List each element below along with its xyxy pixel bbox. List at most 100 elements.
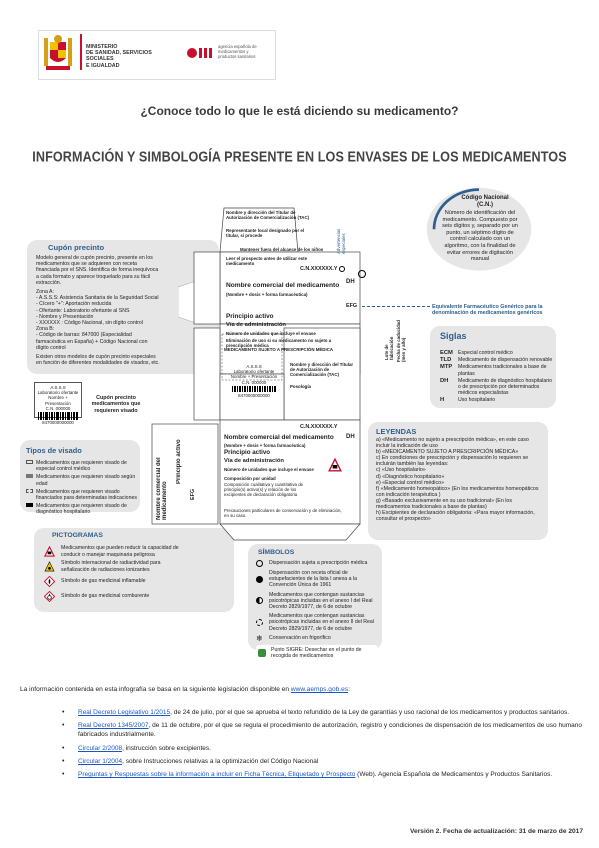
- spain-coat-of-arms-icon: [44, 35, 72, 70]
- package-dosage: Posología: [290, 384, 311, 389]
- aemps-name: agencia española de medicamentos y produ…: [218, 44, 257, 59]
- flammable-gas-icon: [44, 576, 55, 587]
- pictograma-item: Símbolo de gas medicinal inflamable: [44, 574, 224, 589]
- psychotropic-2-icon: [256, 619, 263, 627]
- siglas-panel: [430, 326, 556, 408]
- sigre-point-icon: [258, 649, 266, 658]
- package-dh-top: DH: [346, 279, 355, 285]
- visado-panel: [20, 440, 140, 512]
- package-prescription: MEDICAMENTO SUJETO A PRESCRIPCIÓN MÉDICA: [224, 347, 334, 352]
- efg-note: Equivalente Farmacéutico Genérico para l…: [432, 304, 543, 317]
- legislation-item: •Circular 2/2008, instrucción sobre exci…: [62, 744, 211, 752]
- simbolo-item: Medicamentos que contengan sustancias ps…: [256, 613, 378, 632]
- refrigerator-icon: ❄: [256, 633, 263, 643]
- page-title: INFORMACIÓN Y SIMBOLOGÍA PRESENTE EN LOS…: [32, 148, 567, 166]
- radioactivity-icon: [44, 561, 55, 572]
- legislation-link[interactable]: Preguntas y Respuestas sobre la informac…: [78, 771, 356, 779]
- pointer-arrow-icon: [178, 279, 201, 325]
- package-read-leaflet: Leer el prospecto antes de utilizar este…: [226, 256, 308, 267]
- package-cn-bottom: C.N.XXXXXX.Y: [300, 424, 338, 430]
- pictograma-item: Medicamentos que pueden reducir la capac…: [44, 544, 224, 559]
- narcotic-icon: [256, 575, 263, 583]
- legislation-link[interactable]: Circular 1/2004: [78, 757, 123, 765]
- coupon-panel: [27, 240, 219, 374]
- version-note: Versión 2. Fecha de actualización: 31 de…: [410, 828, 583, 835]
- simbolo-item: Dispensación con receta oficial de estup…: [256, 570, 378, 589]
- coupon-special-label: Cupón precinto medicamentos que requiere…: [91, 395, 141, 414]
- coupon-sample: A.S.S.S Laboratorio ofertante Nombre + P…: [34, 382, 82, 425]
- cn-heading: Código Nacional (C.N.): [461, 195, 509, 208]
- package-barcode-icon: [232, 385, 276, 392]
- package-trade-sub-bottom: (Nombre + dosis + forma farmacéutica): [224, 443, 306, 448]
- package-warnings: Advertencias especiales obligatorias: [336, 228, 346, 254]
- visado-ecm-icon: [26, 460, 33, 464]
- siglas-heading: Siglas: [440, 331, 467, 341]
- package-dh-bottom: DH: [346, 434, 355, 440]
- package-disposal: Eliminación de uso si su medicamento no …: [226, 338, 332, 349]
- legislation-intro: La información contenida en esta infogra…: [20, 686, 350, 693]
- package-trade-sub: (Nombre + dosis + forma farmacéutica): [226, 292, 308, 297]
- visado-item: Medicamentos que requieren visado de dia…: [26, 503, 138, 515]
- package-storage: Precauciones particulares de conservació…: [224, 508, 342, 519]
- aemps-link[interactable]: www.aemps.gob.es: [290, 686, 349, 693]
- pictograma-item: Símbolo internacional de radiactividad p…: [44, 559, 224, 574]
- package-keep-out: Mantener fuera del alcance de los niños: [240, 247, 324, 252]
- simbolos-heading: SÍMBOLOS: [258, 549, 295, 556]
- package-active: Principio activo: [226, 313, 274, 320]
- pictogramas-panel: [34, 528, 234, 612]
- legislation-item: •Real Decreto 1345/2007, de 11 de octubr…: [62, 722, 582, 739]
- package-route: Vía de administración: [226, 322, 286, 328]
- package-side-holder: Nombre y dirección del Titular de Autori…: [290, 362, 354, 378]
- visado-indication-icon: [26, 488, 33, 493]
- legislation-item: •Preguntas y Respuestas sobre la informa…: [62, 771, 553, 779]
- legislation-link[interactable]: Real Decreto 1345/2007: [78, 722, 149, 730]
- package-units-bottom: Número de unidades que incluye el envase: [224, 467, 314, 472]
- visado-item: Medicamentos que requieren visado según …: [26, 474, 138, 487]
- visado-heading: Tipos de visado: [26, 446, 82, 455]
- package-route-bottom: Vía de administración: [224, 458, 284, 464]
- package-trade-name: Nombre comercial del medicamento: [226, 282, 340, 289]
- package-cn-top: C.N.XXXXXX.Y: [300, 266, 338, 272]
- visado-list: Medicamentos que requieren visado de esp…: [26, 460, 138, 516]
- package-local-rep: Representante local designado por el tit…: [226, 228, 305, 239]
- package-composition-text: Composición cualitativa y cuantitativa d…: [224, 482, 304, 498]
- efg-arrow: [362, 306, 430, 307]
- package-holder: Nombre y dirección del Titular de Autori…: [226, 210, 310, 221]
- package-coupon: A.S.S.S Laboratorio ofertante Nombre + P…: [230, 364, 278, 398]
- package-efg-top: EFG: [346, 303, 358, 309]
- legislation-item: •Real Decreto Legislativo 1/2015, de 24 …: [62, 709, 570, 716]
- simbolo-item: ❄Conservación en frigorífico: [256, 633, 331, 643]
- package-side-trade-name: Nombre comercial del medicamento: [156, 457, 166, 520]
- package-side-efg: EFG: [190, 488, 196, 500]
- simbolo-item: Medicamentos que contengan sustancias ps…: [256, 592, 378, 611]
- visado-age-icon: [26, 474, 33, 479]
- leyendas-heading: LEYENDAS: [376, 427, 417, 436]
- prescription-circle-icon: [339, 266, 345, 272]
- pictogramas-heading: PICTOGRAMAS: [52, 532, 103, 539]
- sigre-package-icon: [358, 270, 366, 278]
- page-question: ¿Conoce todo lo que le está diciendo su …: [140, 104, 459, 118]
- visado-item: Medicamentos que requieren visado de esp…: [26, 460, 138, 472]
- visado-item: Medicamentos que requieren visado financ…: [26, 488, 138, 501]
- ministry-name: MINISTERIO DE SANIDAD, SERVICIOS SOCIALE…: [86, 44, 152, 69]
- header-logos: [38, 30, 276, 80]
- legislation-list: •Real Decreto Legislativo 1/2015, de 24 …: [54, 708, 584, 783]
- package-composition: Composición por unidad: [224, 476, 276, 481]
- oxidizing-gas-icon: [44, 591, 55, 602]
- simbolo-item: Dispensación sujeta a prescripción médic…: [256, 560, 378, 567]
- package-driving-icon: [328, 458, 342, 472]
- package-active-bottom: Principio activo: [224, 449, 271, 456]
- leyendas-list: a) «Medicamento no sujeto a prescripción…: [376, 437, 539, 523]
- package-trade-name-bottom: Nombre comercial del medicamento: [224, 434, 334, 441]
- legislation-link[interactable]: Real Decreto Legislativo 1/2015: [78, 709, 171, 716]
- legislation-link[interactable]: Circular 2/2008: [78, 744, 123, 752]
- prescription-circle-icon: [256, 560, 263, 567]
- simbolos-panel: [248, 544, 382, 650]
- legislation-item: •Circular 1/2004, sobre Instrucciones re…: [62, 757, 319, 765]
